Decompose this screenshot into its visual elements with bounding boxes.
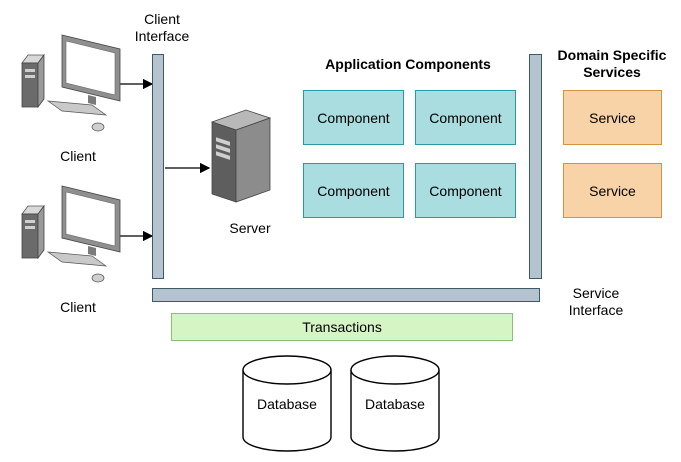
transactions-box: Transactions bbox=[171, 313, 513, 341]
component-box: Component bbox=[303, 90, 404, 145]
service-box: Service bbox=[563, 90, 662, 145]
service-interface-bar bbox=[152, 288, 540, 302]
domain-services-title-line2: Services bbox=[583, 64, 641, 80]
service-interface-vertical-bar bbox=[529, 54, 542, 279]
application-components-title: Application Components bbox=[325, 56, 491, 72]
component-box: Component bbox=[415, 90, 516, 145]
service-interface-label-line1: Service bbox=[572, 285, 620, 301]
database-label: Database bbox=[257, 396, 317, 412]
client-interface-label-line2: Interface bbox=[134, 28, 190, 44]
service-interface-label: Service Interface bbox=[556, 285, 636, 319]
service-interface-label-line2: Interface bbox=[568, 302, 624, 318]
client-label: Client bbox=[60, 299, 96, 315]
service-box: Service bbox=[563, 163, 662, 218]
database-label: Database bbox=[365, 396, 425, 412]
domain-specific-services-title: Domain Specific Services bbox=[549, 47, 675, 81]
client-interface-label: Client Interface bbox=[124, 11, 200, 45]
domain-services-title-line1: Domain Specific bbox=[557, 47, 667, 63]
client-interface-bar bbox=[152, 54, 164, 279]
component-box: Component bbox=[303, 163, 404, 218]
server-label: Server bbox=[229, 220, 271, 236]
client-label: Client bbox=[60, 148, 96, 164]
component-box: Component bbox=[415, 163, 516, 218]
client-interface-label-line1: Client bbox=[144, 11, 180, 27]
